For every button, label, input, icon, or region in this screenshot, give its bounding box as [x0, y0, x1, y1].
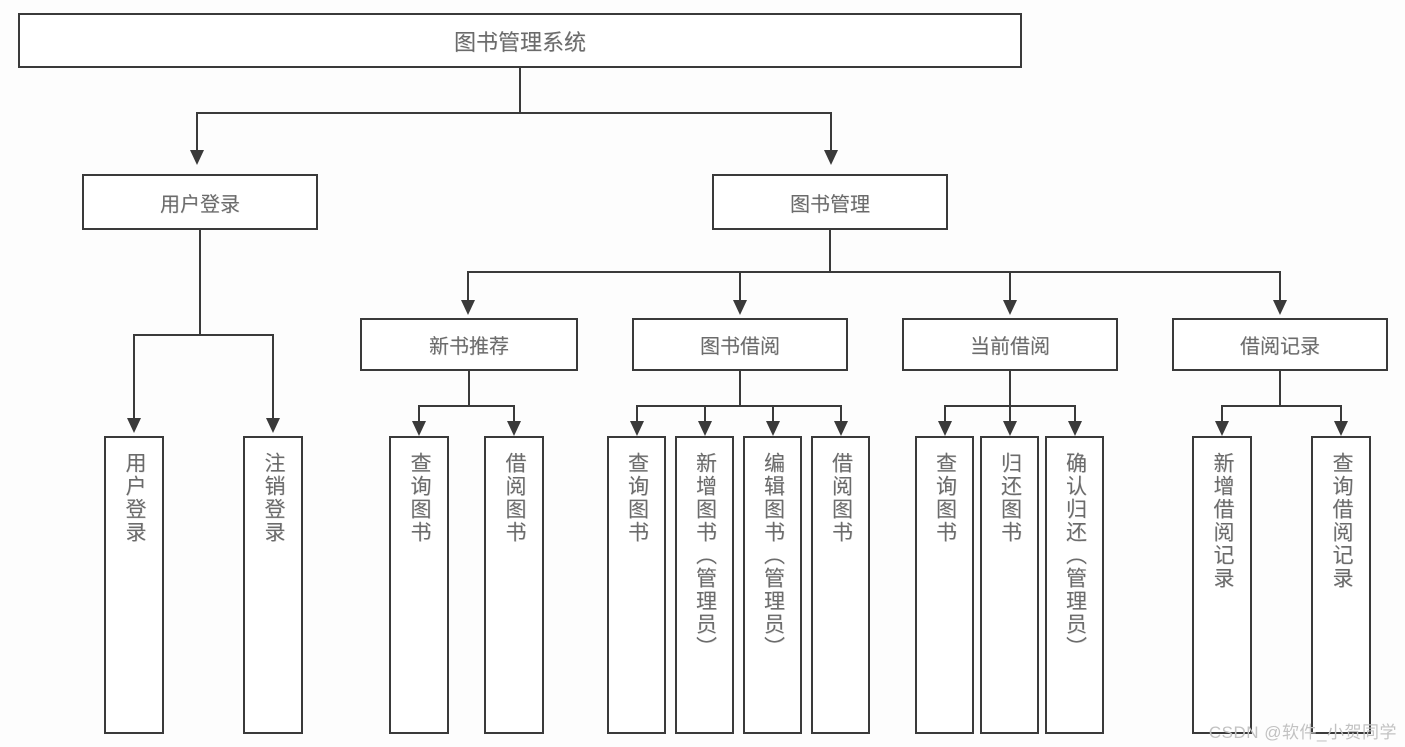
arrow-bm-to-borrow-record: [1273, 300, 1287, 315]
arrow-new-book-to-leaf-2: [507, 421, 521, 436]
arrow-bm-to-new-book: [461, 300, 475, 315]
arrow-bm-to-book-borrow: [733, 300, 747, 315]
connector-user-login-bus: [133, 334, 273, 336]
connector-user-login-stem: [199, 230, 201, 334]
node-user-login-label: 用户登录: [160, 193, 240, 216]
connector-bm-to-book-borrow: [739, 271, 741, 302]
connector-root-to-user-login: [196, 112, 198, 152]
node-borrow-record[interactable]: 借阅记录: [1172, 318, 1388, 371]
node-book-borrow[interactable]: 图书借阅: [632, 318, 848, 371]
connector-root-bus: [196, 112, 832, 114]
node-current-borrow[interactable]: 当前借阅: [902, 318, 1118, 371]
leaf-borrow-book-2-label: 借阅图书: [829, 452, 853, 544]
connector-borrow-record-stem: [1279, 371, 1281, 405]
leaf-add-borrow-record[interactable]: 新增借阅记录: [1192, 436, 1252, 734]
leaf-user-login[interactable]: 用户登录: [104, 436, 164, 734]
connector-user-login-to-leaf-2: [272, 334, 274, 420]
leaf-query-borrow-record-label: 查询借阅记录: [1330, 452, 1354, 590]
arrow-bb-to-leaf-1: [630, 421, 644, 436]
connector-new-book-stem: [468, 371, 470, 405]
connector-user-login-to-leaf-1: [133, 334, 135, 420]
leaf-add-book-label: 新增图书（管理员）: [693, 452, 717, 659]
leaf-query-book-3[interactable]: 查询图书: [915, 436, 974, 734]
connector-book-management-bus: [467, 271, 1279, 273]
leaf-logout-login-label: 注销登录: [262, 452, 286, 544]
connector-book-borrow-stem: [739, 371, 741, 405]
connector-new-book-to-leaf-2: [513, 405, 515, 423]
node-new-book-recommend[interactable]: 新书推荐: [360, 318, 578, 371]
leaf-confirm-return[interactable]: 确认归还（管理员）: [1045, 436, 1104, 734]
arrow-new-book-to-leaf-1: [412, 421, 426, 436]
connector-bm-to-current-borrow: [1009, 271, 1011, 302]
arrow-cb-to-leaf-1: [938, 421, 952, 436]
leaf-logout-login[interactable]: 注销登录: [243, 436, 303, 734]
leaf-return-book-label: 归还图书: [998, 452, 1022, 544]
leaf-query-book-2-label: 查询图书: [625, 452, 649, 544]
node-user-login[interactable]: 用户登录: [82, 174, 318, 230]
arrow-root-to-book-management: [824, 150, 838, 165]
connector-bb-to-leaf-4: [840, 405, 842, 423]
node-root-label: 图书管理系统: [453, 29, 586, 55]
arrow-br-to-leaf-2: [1334, 421, 1348, 436]
leaf-borrow-book-2[interactable]: 借阅图书: [811, 436, 870, 734]
arrow-bb-to-leaf-4: [834, 421, 848, 436]
connector-cb-to-leaf-2: [1009, 405, 1011, 423]
connector-borrow-record-bus: [1221, 405, 1341, 407]
leaf-query-book-1-label: 查询图书: [408, 452, 432, 544]
connector-cb-to-leaf-3: [1074, 405, 1076, 423]
leaf-confirm-return-label: 确认归还（管理员）: [1063, 452, 1087, 659]
leaf-query-book-1[interactable]: 查询图书: [389, 436, 449, 734]
leaf-query-book-2[interactable]: 查询图书: [607, 436, 666, 734]
arrow-cb-to-leaf-3: [1068, 421, 1082, 436]
arrow-user-login-to-leaf-2: [266, 418, 280, 433]
connector-bb-to-leaf-3: [772, 405, 774, 423]
leaf-add-book[interactable]: 新增图书（管理员）: [675, 436, 734, 734]
leaf-borrow-book-1[interactable]: 借阅图书: [484, 436, 544, 734]
connector-bm-to-new-book: [467, 271, 469, 302]
connector-root-to-book-management: [830, 112, 832, 152]
arrow-user-login-to-leaf-1: [127, 418, 141, 433]
arrow-br-to-leaf-1: [1215, 421, 1229, 436]
arrow-bb-to-leaf-3: [766, 421, 780, 436]
connector-root-stem: [519, 68, 521, 112]
arrow-bm-to-current-borrow: [1003, 300, 1017, 315]
node-borrow-record-label: 借阅记录: [1240, 336, 1320, 358]
connector-bb-to-leaf-2: [704, 405, 706, 423]
leaf-query-book-3-label: 查询图书: [933, 452, 957, 544]
arrow-cb-to-leaf-2: [1003, 421, 1017, 436]
node-book-management[interactable]: 图书管理: [712, 174, 948, 230]
leaf-add-borrow-record-label: 新增借阅记录: [1211, 452, 1235, 590]
node-root[interactable]: 图书管理系统: [18, 13, 1022, 68]
connector-br-to-leaf-2: [1340, 405, 1342, 423]
connector-br-to-leaf-1: [1221, 405, 1223, 423]
node-book-management-label: 图书管理: [790, 193, 870, 216]
node-new-book-recommend-label: 新书推荐: [429, 336, 509, 358]
connector-new-book-to-leaf-1: [418, 405, 420, 423]
leaf-query-borrow-record[interactable]: 查询借阅记录: [1311, 436, 1371, 734]
connector-book-borrow-bus: [636, 405, 841, 407]
connector-new-book-bus: [418, 405, 514, 407]
connector-cb-to-leaf-1: [944, 405, 946, 423]
leaf-user-login-label: 用户登录: [123, 452, 147, 544]
connector-bm-to-borrow-record: [1279, 271, 1281, 302]
node-current-borrow-label: 当前借阅: [970, 336, 1050, 358]
connector-book-management-stem: [829, 230, 831, 271]
arrow-bb-to-leaf-2: [698, 421, 712, 436]
leaf-edit-book-label: 编辑图书（管理员）: [761, 452, 785, 659]
leaf-return-book[interactable]: 归还图书: [980, 436, 1039, 734]
leaf-borrow-book-1-label: 借阅图书: [503, 452, 527, 544]
connector-bb-to-leaf-1: [636, 405, 638, 423]
node-book-borrow-label: 图书借阅: [700, 336, 780, 358]
arrow-root-to-user-login: [190, 150, 204, 165]
connector-current-borrow-stem: [1009, 371, 1011, 405]
leaf-edit-book[interactable]: 编辑图书（管理员）: [743, 436, 802, 734]
